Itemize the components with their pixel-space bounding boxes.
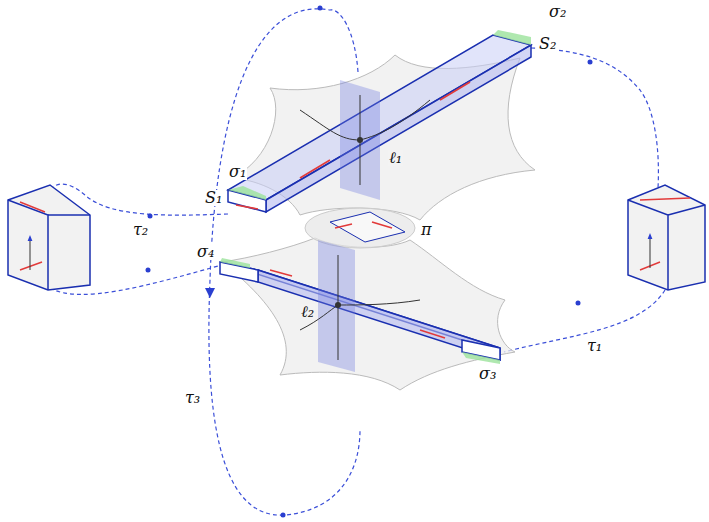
flow-lines [300, 95, 430, 360]
lower-plane [318, 240, 355, 372]
sigma4-strip [220, 258, 250, 268]
orbit-tau1-out [531, 48, 658, 188]
math-label: σ₄ [196, 244, 215, 260]
left-block [8, 185, 90, 290]
sigma1-strip [228, 186, 266, 200]
math-label: τ₃ [184, 390, 201, 406]
math-label: σ₂ [548, 4, 567, 20]
right-block [628, 185, 705, 290]
lower-surface [222, 238, 515, 390]
math-label: π [420, 222, 433, 238]
left-block-arrows [20, 202, 45, 270]
math-label: σ₁ [228, 164, 247, 180]
math-label: S₁ [204, 190, 223, 206]
math-label: S₂ [538, 36, 557, 52]
lower-slab [220, 262, 500, 360]
left-block-flow [30, 238, 31, 270]
sigma3-strip [462, 352, 500, 364]
math-label: τ₁ [586, 338, 603, 354]
math-label: ℓ₁ [388, 150, 403, 166]
orbit-tau1-back [504, 290, 665, 352]
section-square [330, 212, 405, 242]
upper-plane [340, 80, 380, 200]
right-block-flow [650, 236, 651, 268]
red-arrows [236, 82, 470, 338]
right-block-arrows [640, 198, 690, 270]
math-label: τ₂ [132, 222, 149, 238]
sigma2-strip [493, 30, 531, 45]
upper-slab [228, 35, 531, 212]
math-label: σ₃ [478, 366, 497, 382]
math-label: ℓ₂ [300, 304, 315, 320]
